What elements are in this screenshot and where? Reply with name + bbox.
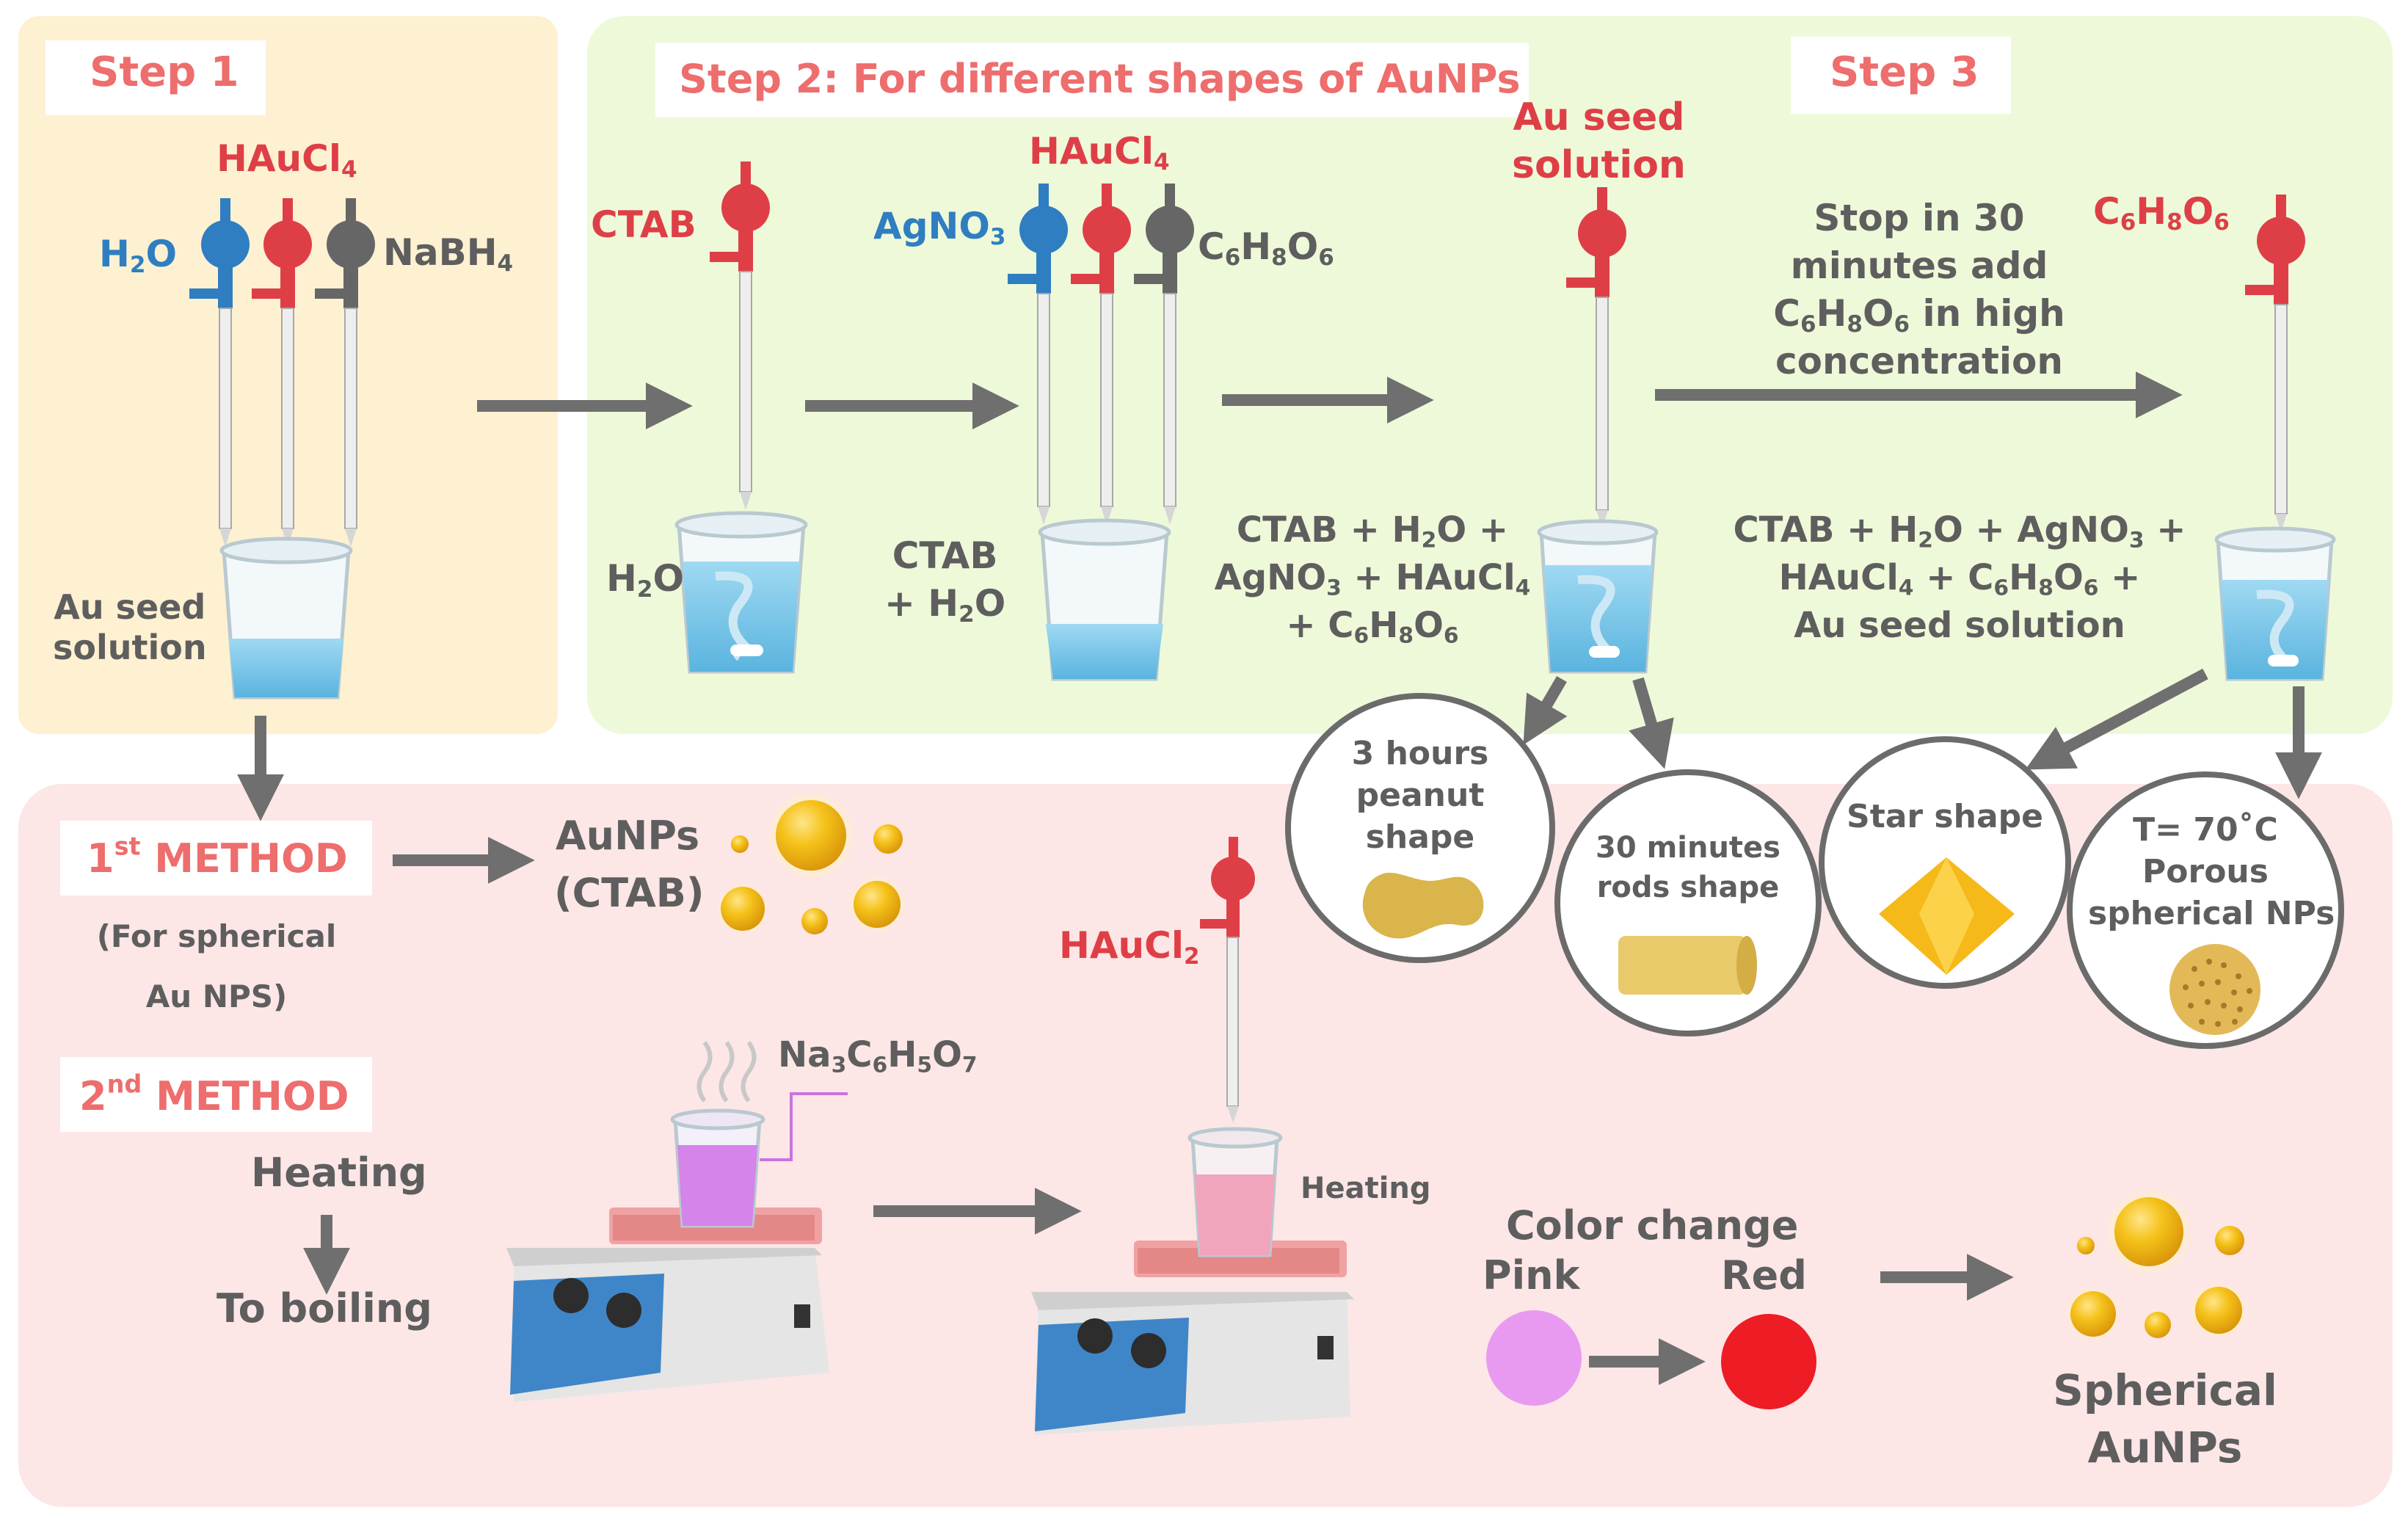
label-mix-step2: CTAB + H2O + AgNO3 + HAuCl4 + C6H8O6 bbox=[1214, 509, 1531, 649]
beaker-au-seed bbox=[1537, 519, 1659, 674]
nanoparticles-spherical bbox=[2065, 1188, 2248, 1342]
pipette-ascorbic-step3 bbox=[2245, 195, 2305, 532]
step2-label: Step 2: For different shapes of AuNPs bbox=[679, 56, 1521, 102]
shape-circle-peanut bbox=[1285, 693, 1555, 963]
pipette-nabh4 bbox=[315, 198, 375, 547]
reagent-ctab: CTAB bbox=[591, 203, 696, 246]
pipette-agno3 bbox=[1008, 184, 1068, 525]
method2-heating-small: Heating bbox=[1301, 1172, 1431, 1205]
reagent-sodium-citrate: Na3C6H5O7 bbox=[778, 1034, 978, 1078]
red-color-dot bbox=[1721, 1314, 1816, 1409]
hot-plate-1 bbox=[506, 1041, 848, 1402]
reagent-haucl4-step1: HAuCl4 bbox=[217, 137, 357, 183]
nanoparticles-ctab bbox=[716, 790, 906, 935]
label-h2o-beaker: H2O bbox=[606, 557, 684, 603]
shape-label-star: Star shape bbox=[1847, 798, 2043, 835]
arrows bbox=[237, 371, 2322, 1385]
step2-label-box bbox=[655, 43, 1529, 117]
step3-label: Step 3 bbox=[1830, 48, 1979, 96]
reagent-h2o: H2O bbox=[99, 233, 177, 278]
step1-label: Step 1 bbox=[90, 48, 239, 96]
pipette-au-seed bbox=[1566, 187, 1626, 529]
shape-circle-star bbox=[1819, 736, 2071, 989]
method2-heating: Heating bbox=[251, 1150, 427, 1196]
pink-color-dot bbox=[1486, 1310, 1582, 1406]
label-stop-instruction: Stop in 30 minutes add C6H8O6 in high co… bbox=[1773, 197, 2065, 382]
red-label: Red bbox=[1721, 1252, 1807, 1299]
reagent-haucl4-step2: HAuCl4 bbox=[1029, 130, 1170, 175]
method2-label: 2nd METHOD bbox=[79, 1070, 349, 1119]
pipette-haucl2 bbox=[1200, 837, 1255, 1123]
beaker-step1 bbox=[219, 537, 353, 700]
pipette-ascorbic-step2 bbox=[1134, 184, 1194, 525]
method1-label-box bbox=[60, 821, 372, 896]
reagent-ascorbic-step2: C6H8O6 bbox=[1198, 225, 1334, 271]
color-change-label: Color change bbox=[1506, 1202, 1799, 1249]
hot-plate-2 bbox=[1031, 1127, 1354, 1435]
reagent-ascorbic-step3: C6H8O6 bbox=[2093, 190, 2230, 236]
reagent-agno3: AgNO3 bbox=[873, 205, 1006, 250]
pink-label: Pink bbox=[1483, 1252, 1580, 1299]
beaker-step2-mix bbox=[1038, 518, 1171, 681]
shape-circle-rods bbox=[1554, 769, 1822, 1036]
reagent-haucl2: HAuCl2 bbox=[1059, 924, 1200, 970]
method1-label: 1st METHOD bbox=[87, 832, 348, 882]
label-ctab-h2o: CTAB+ H2O bbox=[884, 534, 1006, 628]
pipette-ctab bbox=[710, 161, 770, 510]
method2-to-boiling: To boiling bbox=[217, 1285, 432, 1332]
label-mix-step3: CTAB + H2O + AgNO3 + HAuCl4 + C6H8O6 + A… bbox=[1733, 509, 2186, 646]
step1-label-box bbox=[46, 40, 266, 115]
pipette-haucl4-step1 bbox=[252, 198, 312, 547]
method2-label-box bbox=[60, 1057, 372, 1132]
beaker-step3 bbox=[2214, 526, 2336, 681]
reagent-nabh4: NaBH4 bbox=[383, 231, 514, 277]
pipette-h2o bbox=[189, 198, 250, 547]
method1-product: AuNPs(CTAB) bbox=[554, 813, 705, 917]
pipette-haucl4-step2 bbox=[1071, 184, 1131, 525]
shape-circle-porous bbox=[2067, 771, 2344, 1049]
step3-label-box bbox=[1791, 37, 2011, 114]
beaker-step2-ctab bbox=[674, 511, 808, 674]
